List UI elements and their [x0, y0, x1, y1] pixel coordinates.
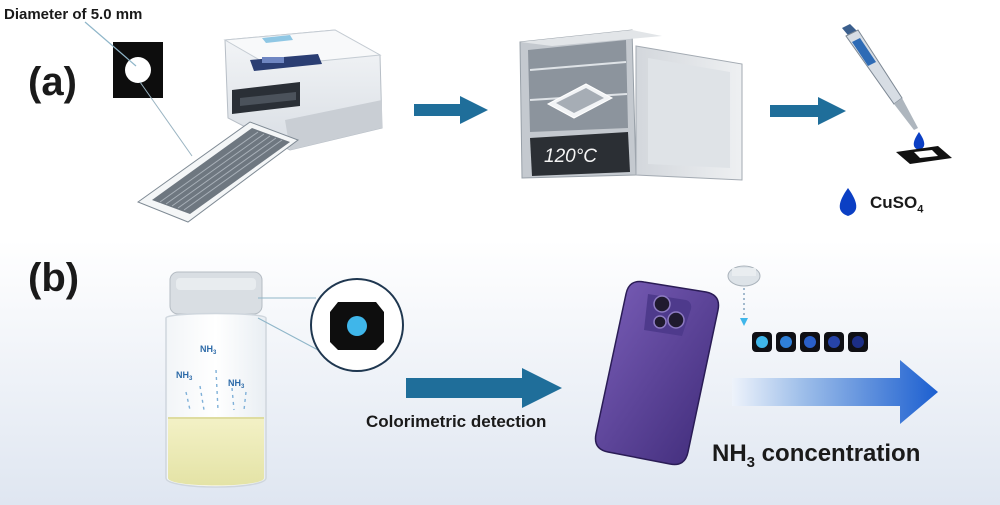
paper-device-icon — [896, 146, 952, 164]
printed-paper-sheet — [136, 121, 300, 223]
sensor-spot-row — [752, 332, 868, 352]
diameter-leader-line — [84, 21, 137, 67]
pipette-icon — [842, 24, 925, 150]
panel-b-letter: (b) — [28, 256, 80, 300]
vial-nh3-label-3: NH3 — [228, 378, 245, 390]
process-arrow-2 — [770, 97, 846, 125]
sensor-spot-2 — [780, 336, 792, 348]
wax-printer-icon — [223, 29, 383, 151]
sensor-spot-3 — [804, 336, 816, 348]
cuso4-label: CuSO4 — [870, 193, 924, 216]
drying-oven-icon — [519, 29, 743, 181]
process-arrow-1 — [414, 96, 488, 124]
punched-mask-icon — [113, 42, 163, 98]
smartphone-icon — [594, 280, 720, 466]
cuso4-droplet-icon — [839, 188, 857, 216]
colorimetric-detection-label: Colorimetric detection — [366, 412, 547, 431]
magnified-sensor-icon — [310, 278, 404, 372]
nh3-concentration-label: NH3 concentration — [712, 440, 921, 471]
detection-arrow — [406, 368, 562, 408]
sample-vial-icon — [165, 271, 267, 488]
mask-to-sheet-line — [139, 81, 193, 157]
diameter-label: Diameter of 5.0 mm — [4, 6, 143, 23]
vial-nh3-label-1: NH3 — [200, 344, 217, 356]
oven-temperature-label: 120°C — [544, 146, 598, 167]
sensor-spot-1 — [756, 336, 768, 348]
zoom-line-bottom — [257, 317, 319, 351]
small-vial-icon — [727, 265, 761, 326]
concentration-gradient-arrow — [732, 360, 938, 424]
sensor-spot-4 — [828, 336, 840, 348]
sensor-spot-5 — [852, 336, 864, 348]
panel-a-letter: (a) — [28, 60, 77, 104]
vial-nh3-label-2: NH3 — [176, 370, 193, 382]
